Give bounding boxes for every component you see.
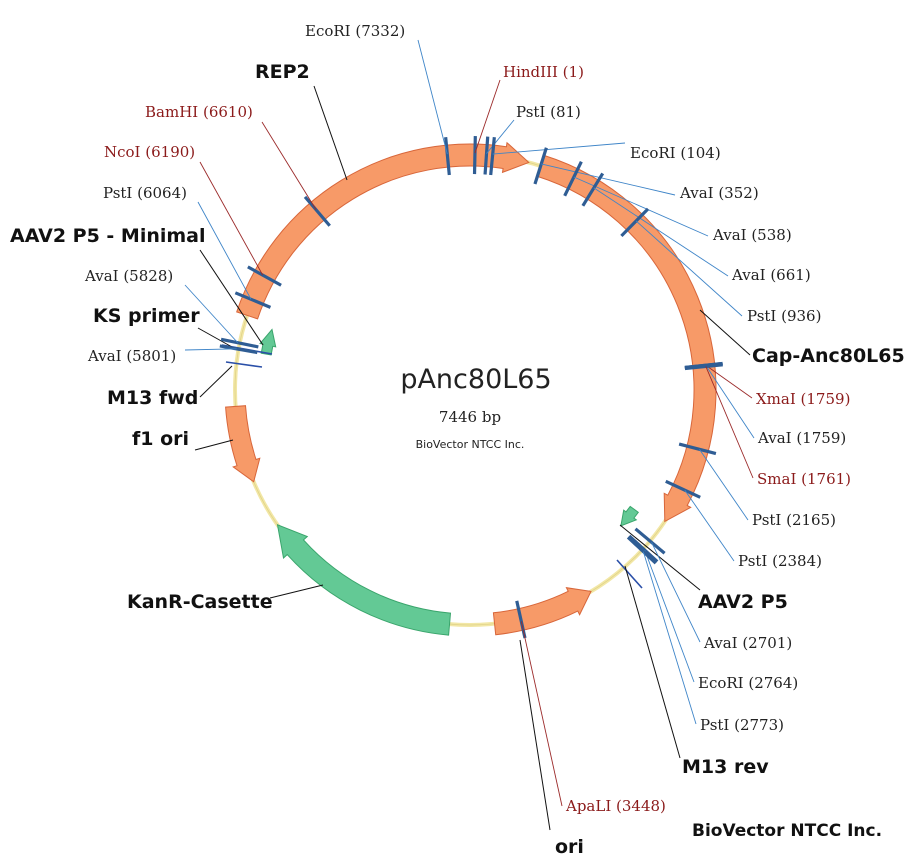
plasmid-name: pAnc80L65 (400, 364, 551, 395)
site-mark-avai352 (533, 147, 548, 185)
feature-leader-kanr (269, 584, 324, 599)
feature-arrow-ori (492, 587, 592, 636)
site-label-bamhi6610: BamHI (6610) (145, 103, 253, 121)
site-label-psti2384: PstI (2384) (738, 552, 822, 570)
footer-organization: BioVector NTCC Inc. (692, 821, 882, 841)
restriction-sites (184, 39, 755, 807)
site-mark-avai5801 (219, 344, 258, 355)
site-leader-avai661 (593, 187, 729, 277)
site-label-psti81: PstI (81) (516, 103, 581, 121)
site-leader-psti6064 (197, 201, 252, 300)
site-leader-psti2165 (699, 449, 749, 521)
site-mark-hindiii1 (472, 136, 477, 175)
site-leader-smai1761 (705, 366, 754, 479)
site-label-ecori7332: EcoRI (7332) (305, 22, 405, 40)
site-leader-avai352 (541, 163, 676, 196)
site-label-psti2773: PstI (2773) (700, 716, 784, 734)
feature-label-ori: ori (555, 836, 584, 858)
site-mark-psti2773 (626, 536, 657, 565)
feature-leader-rep2 (313, 85, 348, 181)
site-mark-smai1761 (684, 363, 723, 371)
feature-arrow-rep2 (236, 141, 530, 320)
site-mark-bamhi6610 (303, 195, 331, 227)
primer-mark-m13fwd (225, 361, 263, 368)
site-leader-psti2773 (642, 551, 697, 725)
feature-arrow-aav2p5min (259, 328, 277, 356)
site-leader-hindiii1 (474, 79, 501, 154)
site-label-xmai1759: XmaI (1759) (756, 390, 850, 408)
feature-label-rep2: REP2 (255, 61, 310, 83)
feature-arrow-kanr (276, 524, 452, 636)
site-leader-ecori7332 (417, 39, 448, 155)
site-label-hindiii1: HindIII (1) (503, 63, 584, 81)
site-mark-avai5828 (220, 337, 259, 349)
feature-arrows (194, 85, 751, 831)
feature-arrow-f1ori (225, 405, 261, 483)
site-leader-psti936 (635, 220, 743, 317)
site-mark-psti936 (620, 207, 650, 238)
site-label-avai538: AvaI (538) (712, 226, 792, 244)
site-mark-psti2165 (678, 442, 717, 456)
feature-leader-aav2p5 (619, 524, 701, 591)
feature-label-m13rev: M13 rev (682, 756, 769, 778)
site-label-ncoi6190: NcoI (6190) (104, 143, 195, 161)
site-leader-psti81 (486, 119, 515, 154)
site-label-psti6064: PstI (6064) (103, 184, 187, 202)
feature-label-ksprimer: KS primer (93, 305, 200, 327)
feature-arrow-aav2p5 (620, 505, 640, 527)
primer-leader-m13rev (624, 565, 681, 759)
feature-leader-f1ori (194, 439, 234, 451)
site-mark-psti81 (483, 136, 490, 175)
site-mark-avai2701 (634, 527, 666, 555)
site-leader-apali3448 (520, 621, 563, 807)
site-leader-avai2701 (651, 542, 701, 643)
site-label-psti2165: PstI (2165) (752, 511, 836, 529)
plasmid-length: 7446 bp (439, 408, 501, 426)
site-mark-ecori2764 (628, 534, 659, 563)
site-mark-ecori7332 (444, 137, 451, 176)
site-label-avai5801: AvaI (5801) (87, 347, 176, 365)
site-mark-avai538 (563, 161, 583, 197)
site-leader-xmai1759 (705, 364, 753, 399)
site-label-avai5828: AvaI (5828) (84, 267, 173, 285)
site-mark-psti2384 (665, 479, 701, 499)
feature-leader-ori (519, 639, 551, 831)
site-mark-ecori104 (489, 137, 496, 176)
feature-label-aav2p5min: AAV2 P5 - Minimal (10, 225, 206, 247)
site-label-ecori104: EcoRI (104) (630, 144, 721, 162)
site-leader-avai5828 (184, 284, 239, 344)
plasmid-organization: BioVector NTCC Inc. (416, 438, 525, 451)
feature-leader-aav2p5min (199, 249, 264, 346)
feature-label-cap: Cap-Anc80L65 (752, 345, 905, 367)
feature-label-m13fwd: M13 fwd (107, 387, 198, 409)
site-mark-psti6064 (234, 291, 272, 309)
site-label-avai1759: AvaI (1759) (757, 429, 846, 447)
site-label-avai352: AvaI (352) (679, 184, 759, 202)
site-label-avai661: AvaI (661) (731, 266, 811, 284)
site-leader-psti2384 (684, 489, 735, 562)
site-label-smai1761: SmaI (1761) (757, 470, 851, 488)
feature-label-aav2p5: AAV2 P5 (698, 591, 788, 613)
site-label-avai2701: AvaI (2701) (703, 634, 792, 652)
feature-leader-cap (699, 309, 751, 356)
site-label-psti936: PstI (936) (747, 307, 821, 325)
site-mark-avai661 (581, 172, 605, 207)
site-mark-ncoi6190 (247, 265, 282, 287)
site-leader-bamhi6610 (261, 121, 317, 211)
primer-leader-ksprimer (197, 327, 233, 348)
site-leader-ecori2764 (644, 549, 695, 683)
site-label-ecori2764: EcoRI (2764) (698, 674, 798, 692)
site-label-apali3448: ApaLI (3448) (565, 797, 666, 815)
site-leader-avai5801 (184, 348, 237, 351)
primer-leader-m13fwd (199, 365, 233, 398)
primer-mark-m13rev (616, 559, 643, 589)
feature-label-kanr: KanR-Casette (127, 591, 273, 613)
site-leader-ecori104 (492, 142, 626, 155)
feature-arrow-cap (536, 154, 717, 523)
feature-label-f1ori: f1 ori (132, 428, 189, 450)
site-leader-avai1759 (705, 364, 755, 439)
site-leader-ncoi6190 (199, 161, 264, 276)
